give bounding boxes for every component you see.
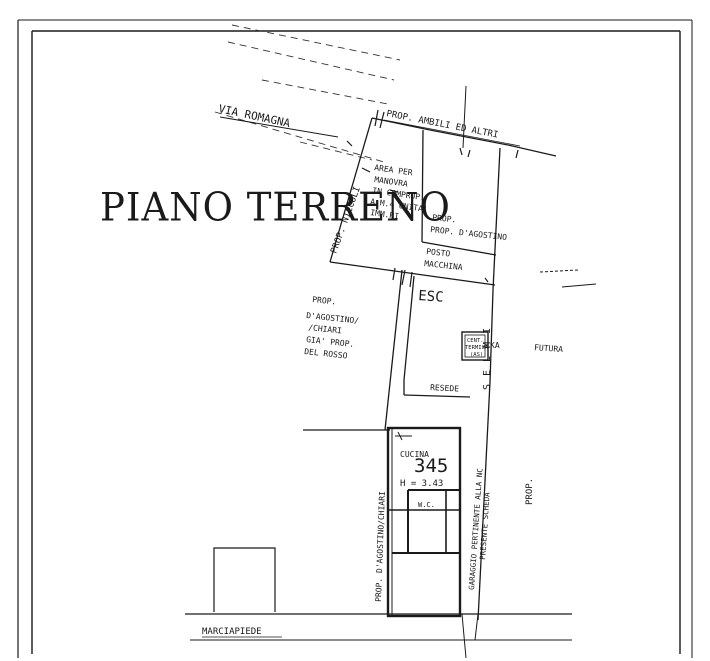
prop-dagostino-block-1: PROP. bbox=[312, 295, 337, 306]
prop-right-label: PROP. bbox=[525, 478, 535, 505]
marciapiede-label: MARCIAPIEDE bbox=[202, 627, 262, 637]
prop-d-agostino-short-1: PROP. bbox=[432, 213, 457, 224]
boundary-ticks bbox=[346, 109, 519, 288]
street-lines bbox=[214, 24, 401, 163]
page-title: PIANO TERRENO bbox=[100, 184, 451, 231]
misc-marks bbox=[539, 269, 597, 288]
centrale-termica-label-2: TERMICA bbox=[465, 345, 489, 351]
height-label: H = 3.43 bbox=[400, 479, 443, 489]
pka-label: KA bbox=[490, 341, 500, 350]
sub-number: 345 bbox=[414, 455, 448, 477]
centrale-termica-box bbox=[461, 331, 489, 361]
area-label-5: IMM.RI bbox=[370, 208, 400, 221]
prop-dagostino-block-3: /CHIARI bbox=[308, 323, 343, 335]
esc-label: ESC bbox=[418, 288, 444, 306]
centrale-termica-label-3: (AS) bbox=[470, 352, 483, 358]
building-block bbox=[303, 426, 462, 618]
wc-label: W.C. bbox=[418, 501, 435, 509]
via-romagna-label: VIA ROMAGNA bbox=[217, 102, 291, 130]
cucina-label: CUCINA bbox=[400, 450, 429, 459]
road-lines bbox=[185, 547, 572, 659]
posto-macchina-label-2: MACCHINA bbox=[424, 259, 463, 272]
prop-niccoli-label: PROP. NICCOLI bbox=[329, 185, 362, 255]
prop-dagostino-block-5: DEL ROSSO bbox=[304, 347, 348, 361]
prop-left-vertical-label: PROP. D'AGOSTINO/CHIARI bbox=[374, 491, 387, 602]
futura-label: FUTURA bbox=[534, 343, 564, 354]
centrale-termica-label-1: CENT. bbox=[467, 338, 484, 344]
lot-boundaries bbox=[329, 85, 557, 621]
sheet-frame bbox=[17, 19, 693, 658]
selmi-label: SELMI bbox=[482, 320, 493, 390]
prop-dagostino-block-4: GIA' PROP. bbox=[306, 335, 355, 349]
resede-label: RESEDE bbox=[430, 383, 460, 394]
posto-macchina-label-1: POSTO bbox=[426, 247, 451, 258]
